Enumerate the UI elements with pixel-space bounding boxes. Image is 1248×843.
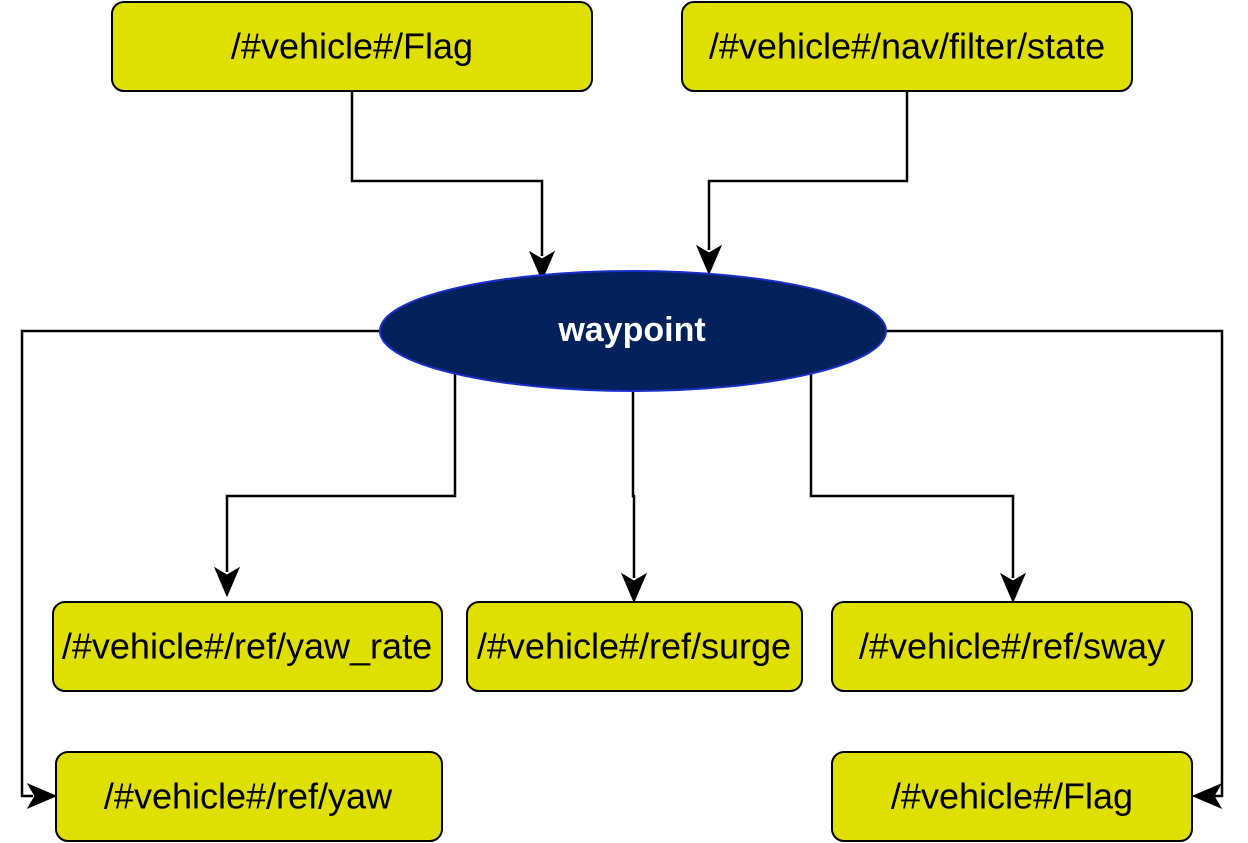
node-ellipse	[379, 270, 887, 392]
edge-waypoint-to-surge	[631, 392, 636, 578]
topic-label: /#vehicle#/Flag	[891, 776, 1133, 817]
topic-label: /#vehicle#/ref/surge	[477, 626, 791, 667]
arrowhead	[999, 572, 1027, 604]
edge-input-flag-to-waypoint	[350, 92, 544, 256]
topic-box-output-sway[interactable]: /#vehicle#/ref/sway	[831, 601, 1193, 692]
topic-label: /#vehicle#/ref/yaw	[104, 776, 393, 817]
topic-box-output-surge[interactable]: /#vehicle#/ref/surge	[466, 601, 803, 692]
arrowhead	[528, 250, 556, 282]
waypoint-node[interactable]: waypoint	[379, 270, 887, 392]
edge-waypoint-to-yaw	[20, 329, 380, 798]
edge-input-nav-filter-state-to-waypoint	[707, 92, 909, 250]
topic-label: /#vehicle#/nav/filter/state	[709, 26, 1105, 67]
edge-waypoint-to-yaw-rate	[225, 372, 457, 572]
topic-label: /#vehicle#/ref/yaw_rate	[62, 626, 432, 667]
topic-label: /#vehicle#/Flag	[231, 26, 473, 67]
topic-box-output-flag[interactable]: /#vehicle#/Flag	[831, 751, 1193, 842]
arrowhead	[26, 782, 58, 810]
topic-box-input-nav-filter-state[interactable]: /#vehicle#/nav/filter/state	[681, 1, 1133, 92]
arrowhead	[620, 572, 648, 604]
edge-waypoint-to-sway	[809, 372, 1015, 578]
node-label: waypoint	[557, 311, 705, 349]
topic-label: /#vehicle#/ref/sway	[859, 626, 1165, 667]
edges	[20, 92, 1224, 810]
arrowhead	[1191, 782, 1223, 810]
arrowhead	[213, 566, 241, 598]
topic-box-input-flag[interactable]: /#vehicle#/Flag	[111, 1, 593, 92]
arrowhead	[695, 244, 723, 276]
input-topics: /#vehicle#/Flag /#vehicle#/nav/filter/st…	[111, 1, 1133, 92]
edge-waypoint-to-flag-out	[886, 329, 1224, 798]
topic-box-output-yaw[interactable]: /#vehicle#/ref/yaw	[55, 751, 443, 842]
topic-box-output-yaw-rate[interactable]: /#vehicle#/ref/yaw_rate	[52, 601, 443, 692]
output-topics: /#vehicle#/ref/yaw_rate /#vehicle#/ref/s…	[52, 601, 1193, 842]
